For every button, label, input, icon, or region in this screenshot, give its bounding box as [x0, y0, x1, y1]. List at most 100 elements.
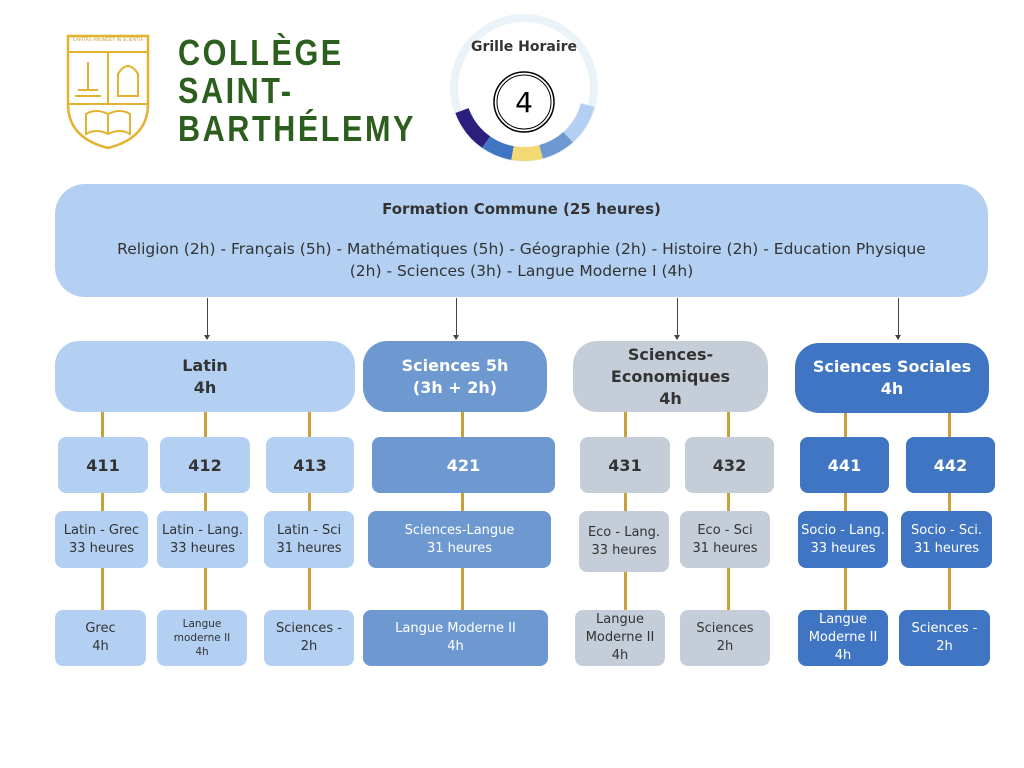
grid-code-text: 413 — [293, 455, 327, 475]
box-text: 4h — [659, 388, 682, 408]
option-header: Sciences 5h(3h + 2h) — [363, 341, 547, 412]
grid-name: Socio - Lang.33 heures — [798, 511, 888, 568]
grid-code-text: 421 — [446, 455, 481, 475]
box-text: 2h — [300, 639, 318, 654]
connector-line — [101, 493, 104, 511]
grid-code: 411 — [58, 437, 148, 493]
connector-line — [948, 568, 951, 610]
box-text: (3h + 2h) — [412, 377, 498, 397]
grid-name: Eco - Lang. 33 heures — [579, 511, 669, 572]
box-text: Latin — [182, 355, 228, 375]
formation-commune-subjects: (2h) - Sciences (3h) - Langue Moderne I … — [349, 261, 694, 280]
box-text: Sciences - — [911, 621, 978, 636]
badge-title: Grille Horaire — [470, 39, 578, 55]
grid-name: Sciences-Langue 31 heures — [368, 511, 551, 568]
school-name-line: SAINT- — [178, 70, 294, 111]
box-text: 4h — [92, 639, 109, 654]
badge-ring-segment — [538, 131, 573, 159]
grid-code: 441 — [800, 437, 889, 493]
grid-extra: Sciences 2h — [680, 610, 770, 666]
box-text: 33 heures — [69, 540, 134, 556]
grid-code: 431 — [580, 437, 670, 493]
grid-extra: Langue Moderne II 4h — [363, 610, 548, 666]
grid-name: Socio - Sci. 31 heures — [901, 511, 992, 568]
connector-arrow — [895, 298, 901, 340]
box-text: Sciences — [696, 621, 754, 636]
box-text: 4h — [193, 377, 217, 397]
box-text: 4h — [195, 646, 209, 658]
box-text: Eco - Sci — [697, 522, 753, 538]
connector-line — [461, 412, 464, 437]
formation-commune-title: Formation Commune (25 heures) — [382, 199, 661, 218]
grid-code-text: 411 — [86, 455, 120, 475]
grid-extra: Sciences - 2h — [264, 610, 354, 666]
box-text: Sciences Sociales — [812, 357, 972, 376]
option-header: Sciences Sociales 4h — [795, 343, 989, 413]
connector-line — [844, 413, 847, 437]
connector-line — [624, 572, 627, 610]
badge-ring — [450, 14, 598, 162]
badge-ring-segment — [511, 144, 543, 161]
grid-code: 432 — [685, 437, 774, 493]
box-text: Langue Moderne II — [395, 621, 516, 636]
box-text: 4h — [611, 648, 629, 663]
box-text: Socio - Sci. — [910, 522, 983, 538]
connector-arrow — [453, 298, 459, 340]
connector-line — [624, 412, 627, 437]
box-text: 4h — [447, 639, 464, 654]
box-text: Sciences 5h — [401, 355, 509, 375]
grid-name: Eco - Sci 31 heures — [680, 511, 770, 568]
grid-code: 413 — [266, 437, 354, 493]
grid-code-text: 412 — [188, 455, 222, 475]
badge-number: 4 — [515, 86, 533, 119]
box-text: Latin - Lang. — [162, 522, 243, 538]
box-text: 31 heures — [427, 540, 492, 556]
box-text: 2h — [716, 639, 734, 654]
box-text: 4h — [880, 379, 904, 398]
grid-code-text: 442 — [933, 455, 968, 475]
formation-commune: Formation Commune (25 heures) Religion (… — [55, 184, 988, 297]
box-text: Moderne II — [808, 630, 878, 645]
box-text: 2h — [936, 639, 953, 654]
grid-code-text: 432 — [712, 455, 747, 475]
school-crest — [66, 34, 150, 150]
connector-line — [727, 568, 730, 610]
box-text: Socio - Lang. — [801, 522, 885, 538]
box-text: Langue — [182, 618, 222, 630]
box-text: moderne II — [173, 632, 231, 644]
box-text: Sciences - — [276, 621, 342, 636]
grid-code: 412 — [160, 437, 250, 493]
badge-ring-segment — [482, 136, 515, 160]
box-text: Eco - Lang. — [587, 524, 661, 540]
box-text: Langue — [596, 612, 644, 627]
connector-line — [204, 493, 207, 511]
connector-line — [461, 568, 464, 610]
box-text: 33 heures — [170, 540, 235, 556]
school-name-line: COLLÈGE — [178, 32, 344, 73]
box-text: Latin - Sci — [276, 522, 342, 538]
connector-line — [204, 412, 207, 437]
box-text: 31 heures — [692, 540, 758, 556]
formation-commune-subjects: Religion (2h) - Français (5h) - Mathémat… — [117, 239, 926, 258]
connector-arrow — [204, 298, 210, 340]
box-text: Latin - Grec — [63, 522, 140, 538]
connector-line — [204, 568, 207, 610]
box-text: Economiques — [610, 366, 731, 386]
grid-extra: Langue moderne II 4h — [157, 610, 247, 666]
connector-line — [308, 568, 311, 610]
connector-line — [844, 493, 847, 511]
connector-line — [948, 493, 951, 511]
box-text: 31 heures — [276, 540, 342, 556]
box-text: 31 heures — [914, 540, 979, 556]
badge-ring-segment — [563, 102, 595, 143]
connector-line — [624, 493, 627, 511]
school-name: COLLÈGE SAINT- BARTHÉLEMY — [178, 34, 416, 148]
grid-name: Latin - Lang. 33 heures — [157, 511, 248, 568]
box-text: Sciences-Langue — [404, 522, 515, 538]
grid-code: 442 — [906, 437, 995, 493]
box-text: 33 heures — [591, 542, 657, 558]
